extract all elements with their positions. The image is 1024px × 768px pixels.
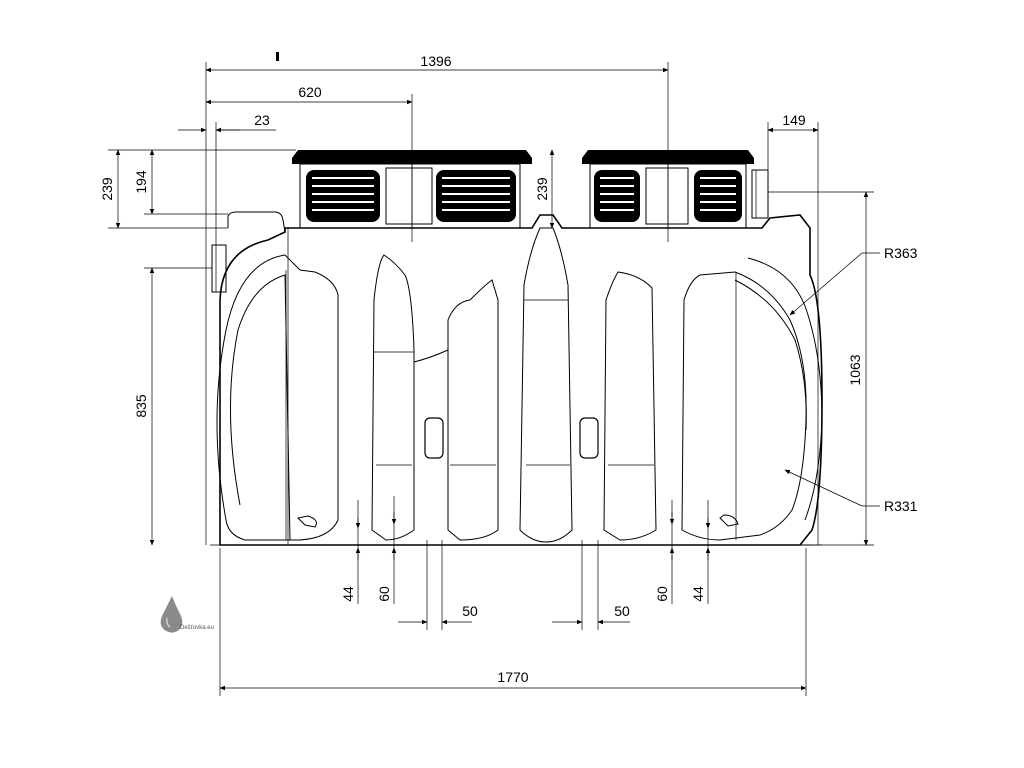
- dim-44-right: 44: [690, 586, 706, 602]
- outlet-pipe: [751, 169, 769, 219]
- dim-620: 620: [298, 84, 322, 100]
- center-axes: [287, 164, 669, 545]
- dim-194: 194: [133, 170, 149, 194]
- logo-text: Dešťovka.eu: [180, 625, 214, 631]
- company-logo: Dešťovka.eu: [160, 596, 214, 633]
- dim-835: 835: [133, 394, 149, 418]
- dim-50-right: 50: [614, 603, 630, 619]
- tank-body: [210, 169, 823, 546]
- dim-23: 23: [254, 112, 270, 128]
- dim-1770: 1770: [497, 669, 528, 685]
- dim-1063: 1063: [847, 354, 863, 385]
- dim-r331: R331: [884, 498, 918, 514]
- manhole-right: [582, 150, 754, 229]
- inlet-pipe: [211, 244, 227, 293]
- dim-r363: R363: [884, 245, 918, 261]
- dim-239-left: 239: [99, 177, 115, 201]
- dim-1396: 1396: [420, 53, 451, 69]
- dim-149: 149: [782, 112, 806, 128]
- dim-60-right: 60: [654, 586, 670, 602]
- dimension-lines: [108, 62, 880, 696]
- dimension-labels: 1396 620 23 149 239 194 239 835 1063 R36…: [99, 53, 918, 685]
- dim-44-left: 44: [340, 586, 356, 602]
- reference-mark: [276, 52, 279, 61]
- water-drop-icon: [160, 596, 183, 633]
- dim-50-left: 50: [462, 603, 478, 619]
- tank-outline: [219, 214, 823, 546]
- dim-60-left: 60: [376, 586, 392, 602]
- dim-239-center: 239: [534, 177, 550, 201]
